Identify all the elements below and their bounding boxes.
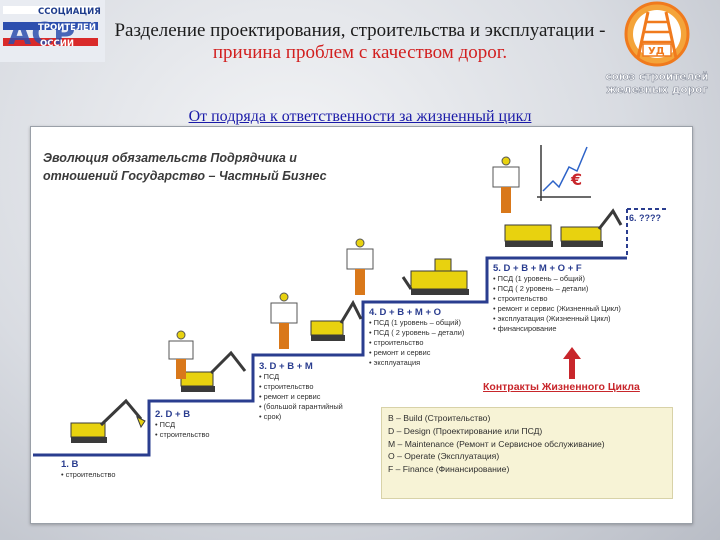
stage-1: 1. B строительство: [61, 459, 115, 480]
svg-text:железных дорог: железных дорог: [606, 84, 708, 96]
lifecycle-contracts-label: Контракты Жизненного Цикла: [483, 381, 640, 393]
legend-box: B – Build (Строительство) D – Design (Пр…: [381, 407, 673, 499]
evolution-diagram: Эволюция обязательств Подрядчика и отнош…: [30, 126, 693, 524]
list-item: ремонт и сервис: [259, 392, 343, 402]
list-item: строительство: [259, 382, 343, 392]
list-item: ремонт и сервис: [369, 348, 464, 358]
list-item: строительство: [493, 294, 621, 304]
railway-union-logo: УД союз строителей железных дорог: [598, 0, 716, 102]
stage-5-title: 5. D + B + M + O + F: [493, 263, 582, 274]
list-item-continuation: (большой гарантийный: [259, 402, 343, 412]
stage-3: 3. D + B + M ПСД строительство ремонт и …: [259, 361, 343, 422]
title-part-1: Разделение проектирования, строительства…: [114, 20, 606, 41]
stage-5: 5. D + B + M + O + F ПСД (1 уровень – об…: [493, 263, 621, 334]
svg-text:ОССИИ: ОССИИ: [40, 39, 74, 49]
worker-icon: [168, 330, 194, 379]
worker-icon: [492, 156, 520, 213]
stage-1-items: строительство: [61, 470, 116, 480]
svg-text:УД: УД: [648, 46, 665, 57]
legend-row-operate: O – Operate (Эксплуатация): [388, 451, 500, 462]
list-item: ПСД (1 уровень – общий): [493, 274, 621, 284]
excavator-icon: [180, 350, 247, 392]
stage-2-items: ПСД строительство: [155, 420, 210, 440]
growth-chart-icon: [537, 145, 591, 201]
stage-1-title: 1. B: [61, 459, 79, 470]
heading-line-1: Эволюция обязательств Подрядчика и: [43, 151, 297, 165]
worker-icon: [270, 292, 298, 349]
stage-6-title: 6. ????: [629, 213, 661, 223]
euro-icon: €: [570, 170, 582, 189]
stage-2: 2. D + B ПСД строительство: [155, 409, 209, 440]
stage-2-title: 2. D + B: [155, 409, 191, 420]
stage-4-title: 4. D + B + M + O: [369, 307, 442, 318]
svg-text:союз строителей: союз строителей: [605, 71, 708, 83]
staircase-line: [33, 256, 627, 457]
svg-text:АСР: АСР: [8, 17, 75, 52]
staircase-graphic: €: [33, 145, 666, 457]
machinery-icon: [504, 208, 623, 247]
legend-row-build: B – Build (Строительство): [388, 413, 491, 423]
list-item: финансирование: [493, 324, 621, 334]
list-item: строительство: [155, 430, 210, 440]
svg-text:ТРОИТЕЛЕЙ: ТРОИТЕЛЕЙ: [38, 21, 96, 33]
legend-row-design: D – Design (Проектирование или ПСД): [388, 425, 543, 436]
heading-line-2: отношений Государство – Частный Бизнес: [43, 169, 327, 183]
list-item: эксплуатация (Жизненный Цикл): [493, 314, 621, 324]
list-item: ПСД ( 2 уровень – детали): [493, 284, 621, 294]
list-item: ПСД: [155, 420, 209, 430]
list-item: ПСД (1 уровень – общий): [369, 318, 464, 328]
diagram-heading: Эволюция обязательств Подрядчика и отнош…: [43, 149, 363, 185]
stage-3-title: 3. D + B + M: [259, 361, 313, 372]
list-item: эксплуатация: [369, 358, 464, 368]
stage-3-items: ПСД строительство ремонт и сервис (больш…: [259, 372, 343, 422]
list-item: ремонт и сервис (Жизненный Цикл): [493, 304, 621, 314]
arrow-up-icon: [563, 347, 581, 379]
list-item: ПСД: [259, 372, 343, 382]
excavator-icon: [310, 299, 363, 341]
list-item: строительство: [61, 470, 116, 480]
slide-subtitle: От подряда к ответственности за жизненны…: [188, 108, 532, 125]
stage-4: 4. D + B + M + O ПСД (1 уровень – общий)…: [369, 307, 464, 368]
bulldozer-icon: [401, 258, 469, 295]
legend-row-finance: F – Finance (Финансирование): [388, 464, 510, 475]
excavator-icon: [70, 398, 146, 443]
title-part-2: причина проблем с качеством дорог.: [212, 42, 508, 63]
legend-row-maintenance: M – Maintenance (Ремонт и Сервисное обсл…: [388, 438, 605, 449]
stage-4-items: ПСД (1 уровень – общий) ПСД ( 2 уровень …: [369, 318, 465, 368]
list-item: ПСД ( 2 уровень – детали): [369, 328, 465, 338]
stage-5-items: ПСД (1 уровень – общий) ПСД ( 2 уровень …: [493, 274, 621, 334]
svg-text:ССОЦИАЦИЯ: ССОЦИАЦИЯ: [38, 7, 101, 17]
list-item: строительство: [369, 338, 464, 348]
worker-icon: [346, 238, 374, 295]
list-item-continuation: срок): [259, 412, 343, 422]
slide-title: Разделение проектирования, строительства…: [100, 20, 620, 64]
association-logo: АСР ССОЦИАЦИЯ ТРОИТЕЛЕЙ ОССИИ: [0, 0, 105, 62]
